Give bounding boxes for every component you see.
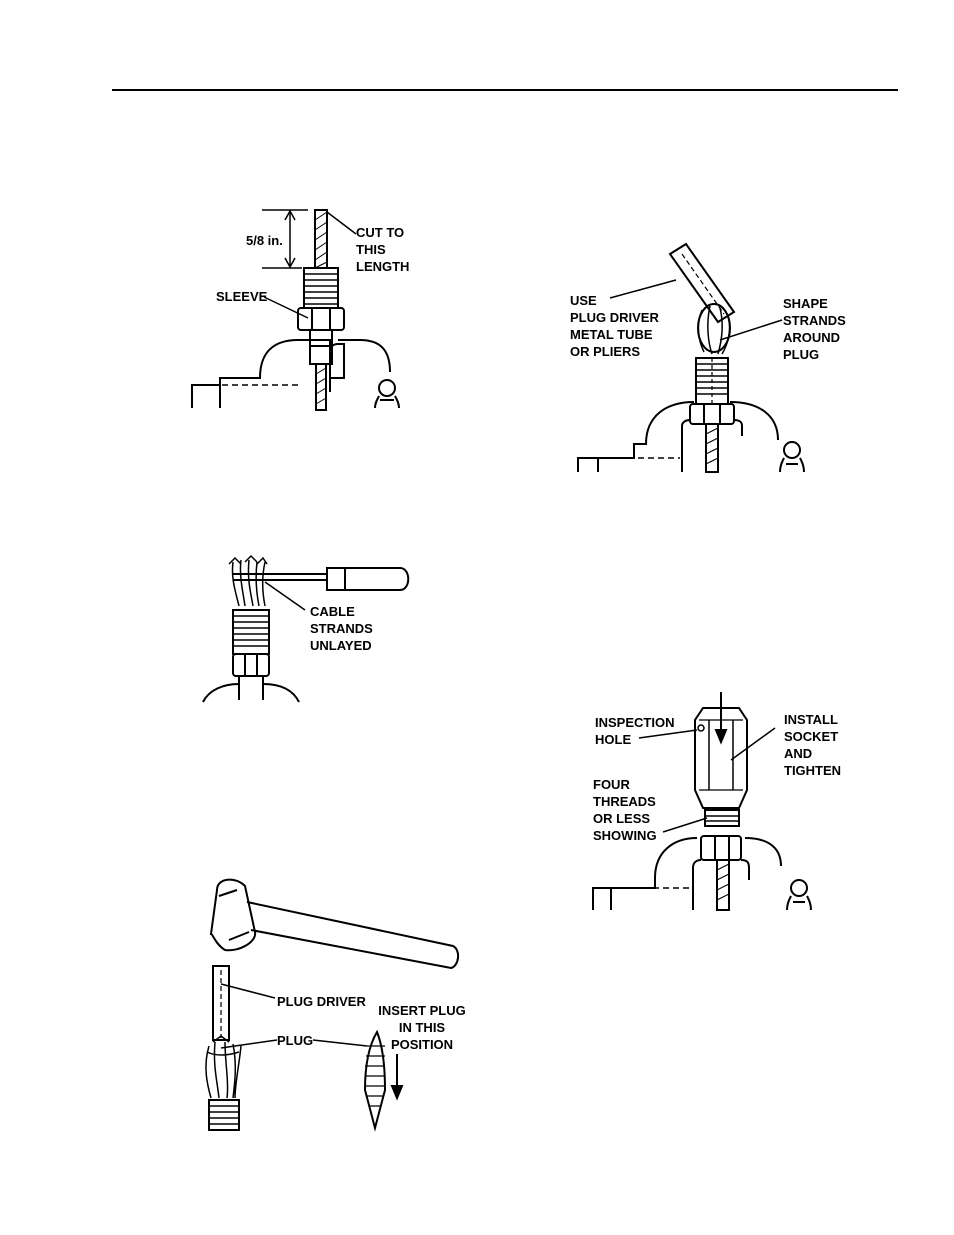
- use-driver-label: USE PLUG DRIVER METAL TUBE OR PLIERS: [570, 292, 659, 360]
- screwdriver-shaft: [233, 574, 327, 580]
- plug-label: PLUG: [277, 1032, 313, 1049]
- install-socket-label: INSTALL SOCKET AND TIGHTEN: [784, 711, 841, 779]
- dimension-label: 5/8 in.: [246, 232, 283, 249]
- inspection-hole-label: INSPECTION HOLE: [595, 714, 674, 748]
- plug-driver-label: PLUG DRIVER: [277, 993, 366, 1010]
- sleeve-label: SLEEVE: [216, 288, 267, 305]
- strands-label: CABLE STRANDS UNLAYED: [310, 603, 373, 654]
- threads-showing-label: FOUR THREADS OR LESS SHOWING: [593, 776, 657, 844]
- cut-label: CUT TO THIS LENGTH: [356, 224, 409, 275]
- sleeve-nut: [298, 308, 344, 330]
- hammer-handle: [247, 902, 458, 968]
- header-rule: [112, 89, 898, 91]
- screwdriver-handle: [327, 568, 408, 590]
- shape-strands-label: SHAPE STRANDS AROUND PLUG: [783, 295, 846, 363]
- hammer-head: [211, 880, 255, 951]
- insert-plug-label: INSERT PLUG IN THIS POSITION: [376, 1002, 468, 1053]
- inspection-hole: [698, 725, 704, 731]
